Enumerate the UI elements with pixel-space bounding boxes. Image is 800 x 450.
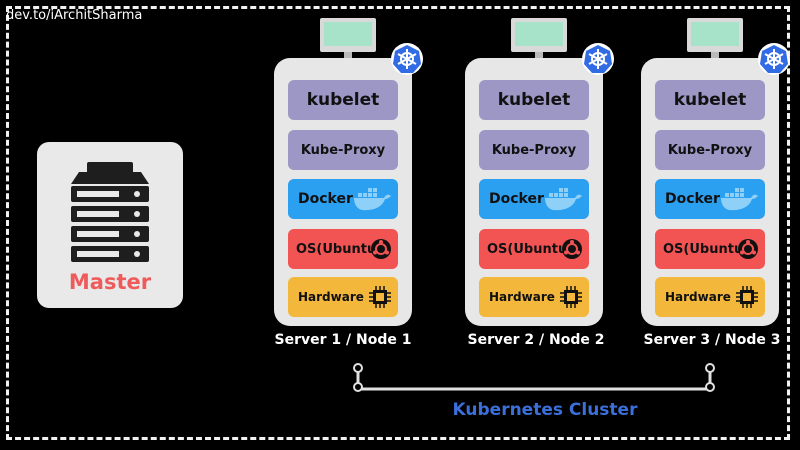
kube-proxy-layer: Kube-Proxy <box>288 130 398 170</box>
node-label: Server 3 / Node 3 <box>643 332 781 348</box>
hardware-label: Hardware <box>489 290 555 304</box>
kubelet-label: kubelet <box>306 90 380 110</box>
master-label: Master <box>68 270 152 294</box>
os-label: OS(Ubuntu) <box>487 241 574 257</box>
kubernetes-icon <box>582 43 614 75</box>
kubelet-label: kubelet <box>673 90 747 110</box>
ubuntu-icon <box>562 239 582 259</box>
hardware-layer: Hardware <box>655 277 765 317</box>
kube-proxy-label: Kube-Proxy <box>300 142 386 158</box>
hardware-layer: Hardware <box>479 277 589 317</box>
computer-icon <box>507 18 580 72</box>
os-layer: OS(Ubuntu) <box>479 229 589 269</box>
os-layer: OS(Ubuntu) <box>288 229 398 269</box>
ubuntu-icon <box>738 239 758 259</box>
hardware-label: Hardware <box>298 290 364 304</box>
master-node: Master <box>37 142 183 308</box>
kubernetes-icon <box>758 43 790 75</box>
dashed-border-frame <box>6 6 790 440</box>
kubernetes-icon <box>391 43 423 75</box>
kube-proxy-layer: Kube-Proxy <box>655 130 765 170</box>
kube-proxy-layer: Kube-Proxy <box>479 130 589 170</box>
hardware-layer: Hardware <box>288 277 398 317</box>
docker-label: Docker <box>489 191 544 207</box>
cluster-label: Kubernetes Cluster <box>452 400 638 420</box>
cluster-connector <box>353 363 715 392</box>
computer-icon <box>683 18 756 72</box>
server-rack-icon <box>71 162 149 262</box>
os-layer: OS(Ubuntu) <box>655 229 765 269</box>
kube-proxy-label: Kube-Proxy <box>667 142 753 158</box>
cpu-chip-icon <box>560 286 582 308</box>
os-label: OS(Ubuntu) <box>296 241 383 257</box>
cpu-chip-icon <box>736 286 758 308</box>
docker-label: Docker <box>665 191 720 207</box>
kubelet-layer: kubelet <box>479 80 589 120</box>
cpu-chip-icon <box>369 286 391 308</box>
kube-proxy-label: Kube-Proxy <box>491 142 577 158</box>
docker-icon <box>721 188 758 211</box>
kubelet-layer: kubelet <box>288 80 398 120</box>
docker-layer: Docker <box>479 179 589 219</box>
docker-icon <box>354 188 391 211</box>
hardware-label: Hardware <box>665 290 731 304</box>
node-label: Server 1 / Node 1 <box>274 332 412 348</box>
kubelet-label: kubelet <box>497 90 571 110</box>
ubuntu-icon <box>371 239 391 259</box>
node-label: Server 2 / Node 2 <box>467 332 605 348</box>
os-label: OS(Ubuntu) <box>663 241 750 257</box>
kubelet-layer: kubelet <box>655 80 765 120</box>
docker-icon <box>545 188 582 211</box>
docker-label: Docker <box>298 191 353 207</box>
watermark-text: dev.to/iArchitSharma <box>6 8 143 23</box>
docker-layer: Docker <box>655 179 765 219</box>
docker-layer: Docker <box>288 179 398 219</box>
